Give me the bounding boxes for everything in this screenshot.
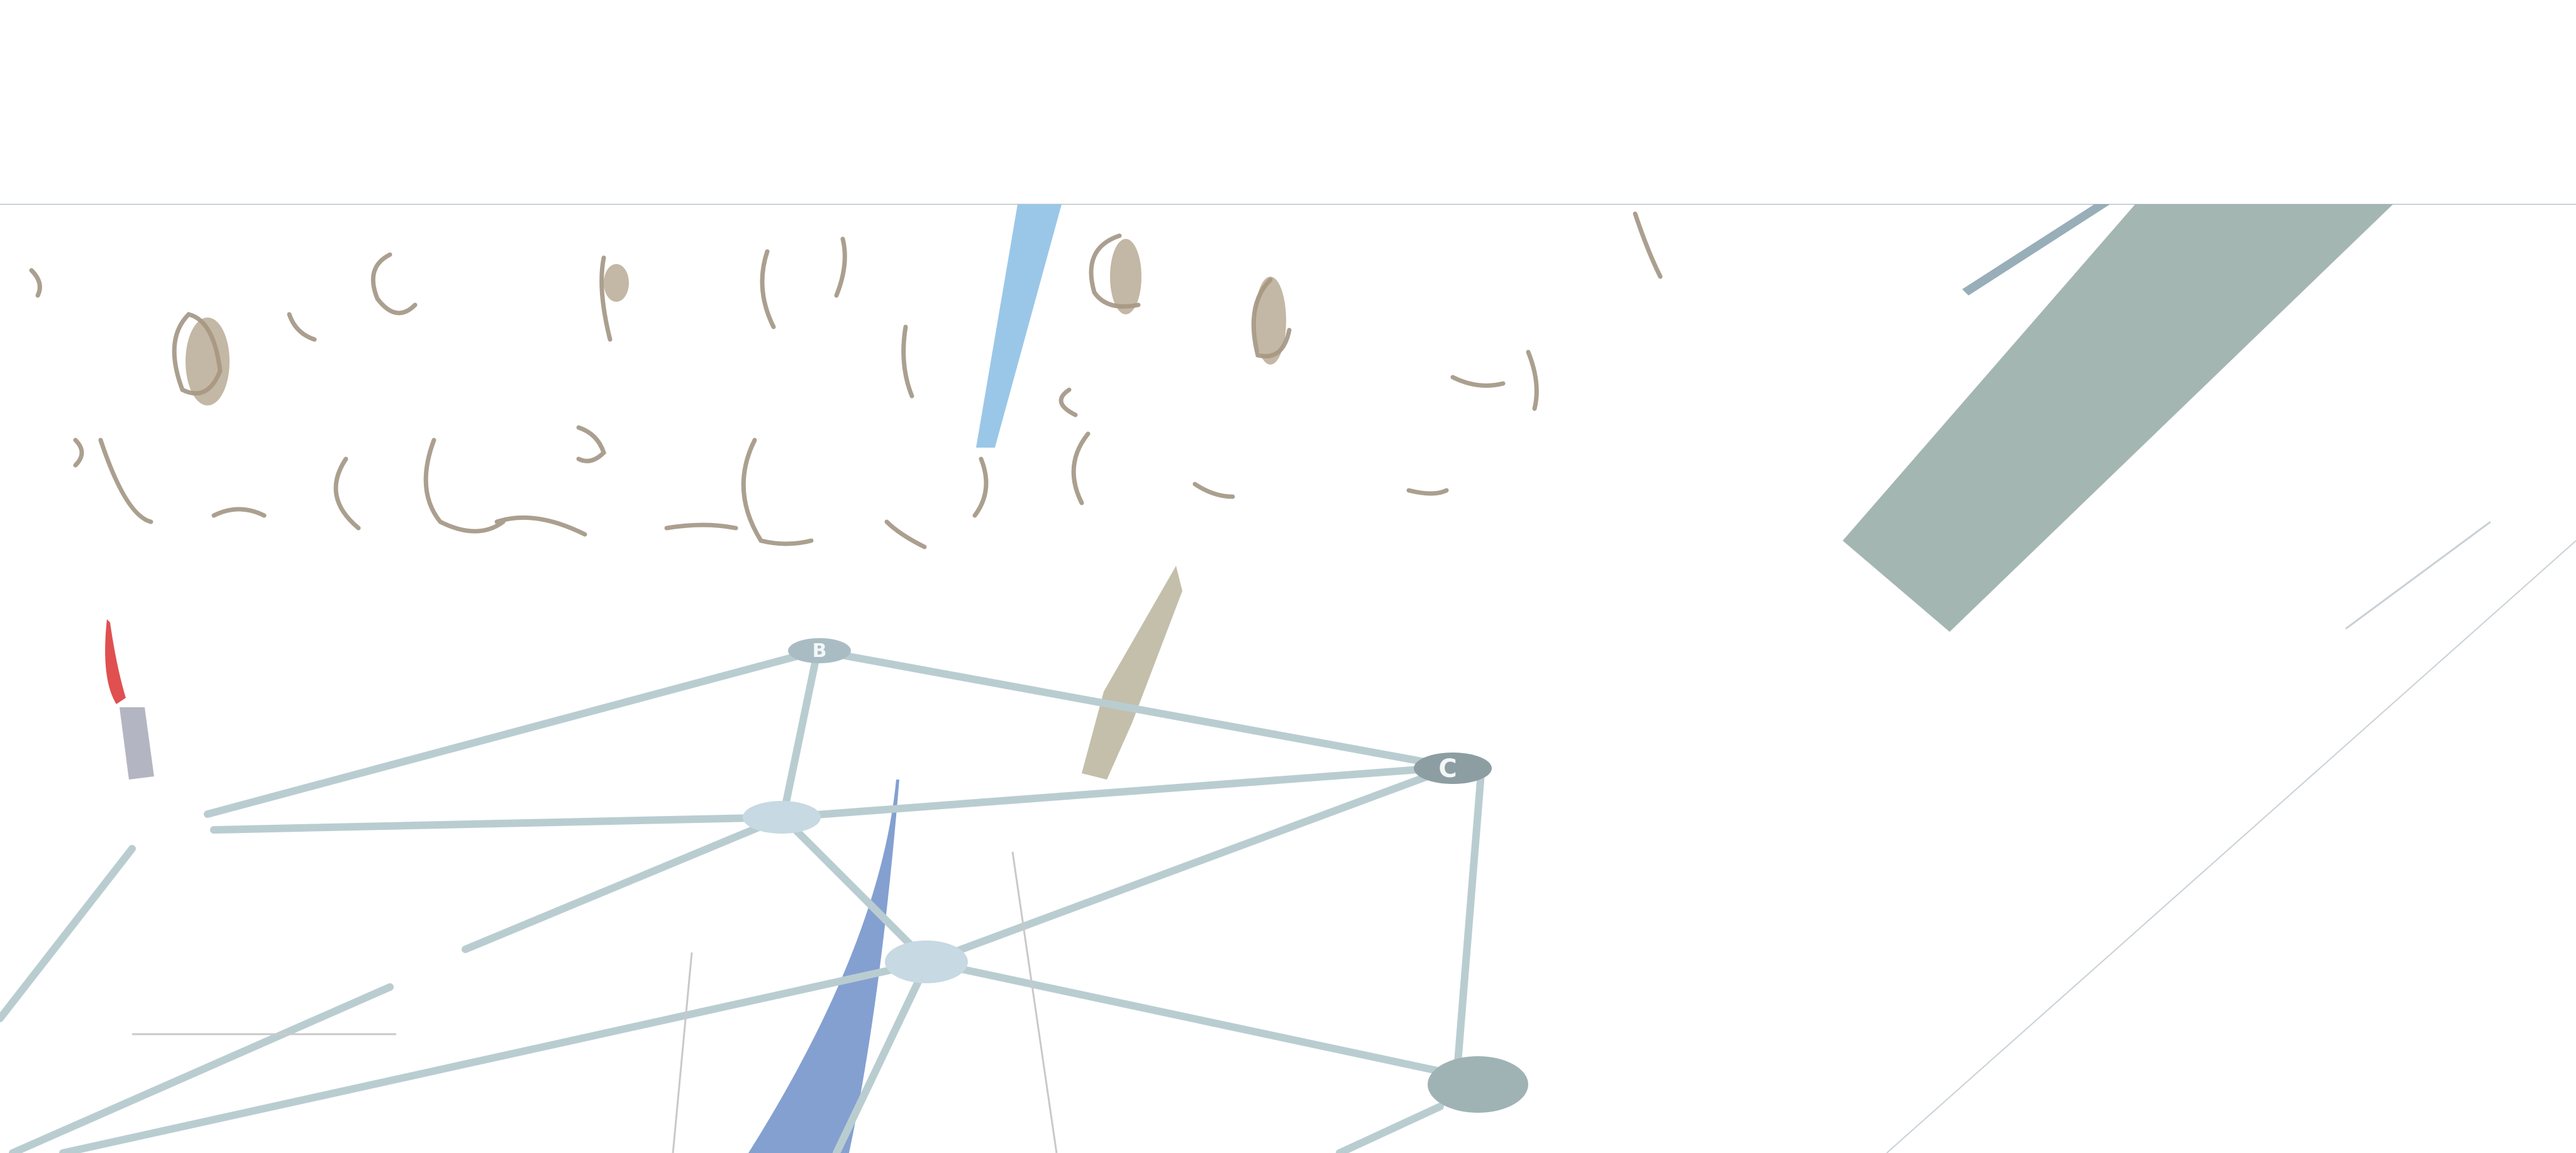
edge — [924, 958, 1462, 1079]
edge — [833, 958, 931, 1153]
edge — [779, 814, 931, 966]
edge — [9, 983, 394, 1153]
edge — [0, 845, 136, 1022]
pendant-object — [1082, 566, 1182, 780]
graph-edges — [0, 647, 1485, 1153]
edge — [1336, 1103, 1444, 1153]
scribble-blobs — [186, 239, 1286, 405]
graph-node-right — [1428, 1056, 1528, 1113]
edge — [1454, 770, 1485, 1066]
graph-node-lower — [885, 941, 968, 983]
edge — [814, 647, 1457, 771]
diagonal-prism-shadow — [1962, 204, 2110, 295]
graph-node-center — [743, 801, 821, 834]
graph-node-c-label: C — [1438, 754, 1457, 783]
edge — [462, 814, 787, 953]
diagonal-prism — [1843, 204, 2393, 632]
thin-lines — [132, 851, 1058, 1153]
edge — [204, 647, 821, 818]
edge — [779, 763, 1457, 821]
short-diagonal-line — [2345, 521, 2491, 630]
edge — [210, 814, 787, 834]
graph-node-b: B — [788, 638, 851, 663]
long-diagonal-line — [1886, 540, 2576, 1153]
red-object — [105, 619, 126, 704]
graph-node-b-label: B — [813, 640, 827, 662]
scribble-texture — [29, 211, 1663, 549]
blue-blade — [748, 780, 899, 1153]
graph-node-c: C — [1414, 753, 1492, 784]
edge — [779, 647, 821, 821]
edge — [924, 763, 1457, 966]
blue-bar — [976, 204, 1062, 448]
graph-nodes: B C — [743, 638, 1528, 1113]
edge — [59, 958, 931, 1153]
gray-cylinder — [119, 707, 154, 780]
